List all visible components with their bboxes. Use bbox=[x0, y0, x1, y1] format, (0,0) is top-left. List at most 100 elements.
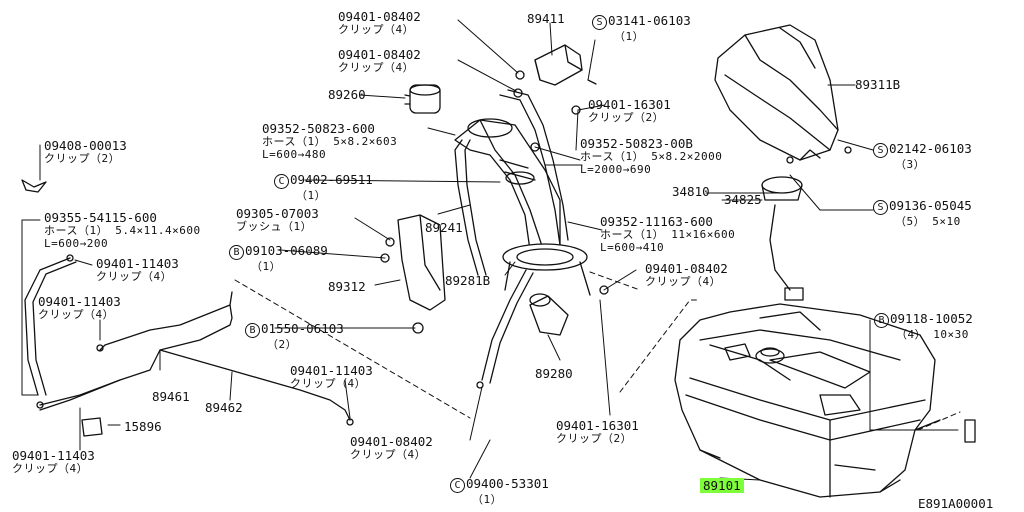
part-label-09401-16301-b: 09401-16301 クリップ（2） bbox=[556, 419, 639, 445]
part-label-89101[interactable]: 89101 bbox=[700, 478, 744, 493]
part-number: 15896 bbox=[124, 419, 162, 434]
part-label-34810: 34810 bbox=[672, 185, 710, 198]
part-number: 03141-06103 bbox=[608, 13, 691, 28]
part-number: 09136-05045 bbox=[889, 198, 972, 213]
part-label-09401-08402-a: 09401-08402 クリップ（4） bbox=[338, 10, 421, 36]
part-number: 89281B bbox=[445, 273, 491, 288]
part-label-89461: 89461 bbox=[152, 390, 190, 403]
s-prefix-icon: S bbox=[873, 143, 888, 158]
part-desc: クリップ（4） bbox=[338, 61, 415, 74]
canister-89411 bbox=[534, 44, 583, 86]
part-number: 09400-53301 bbox=[466, 476, 549, 491]
part-label-09352-50823-00B: 09352-50823-00B ホース（1） 5×8.2×2000 L=2000… bbox=[580, 137, 722, 176]
part-label-09352-50823-600: 09352-50823-600 ホース（1） 5×8.2×603 L=600→4… bbox=[262, 122, 397, 161]
part-desc: クリップ（4） bbox=[350, 448, 427, 461]
part-label-89311B: 89311B bbox=[855, 78, 900, 91]
part-number: 09401-16301 bbox=[556, 418, 639, 433]
part-desc: （4） 10×30 bbox=[896, 328, 969, 341]
part-label-89260: 89260 bbox=[328, 88, 366, 101]
highlighted-part-number[interactable]: 89101 bbox=[700, 478, 744, 493]
b-prefix-icon: B bbox=[245, 323, 260, 338]
pump-89260 bbox=[404, 84, 441, 114]
part-label-89411: 89411 bbox=[527, 12, 565, 25]
part-desc: ホース（1） 11×16×600 bbox=[600, 228, 736, 241]
part-desc: ブッシュ（1） bbox=[236, 220, 313, 233]
part-number: 89312 bbox=[328, 279, 366, 294]
part-number: 89311B bbox=[855, 77, 901, 92]
part-length: L=600→200 bbox=[44, 237, 109, 250]
part-number: 89241 bbox=[425, 220, 463, 235]
b-prefix-icon: B bbox=[874, 313, 889, 328]
tank-cover-89311B bbox=[714, 24, 839, 161]
part-number: 09401-11403 bbox=[38, 294, 121, 309]
part-number: 09401-08402 bbox=[338, 9, 421, 24]
part-length: L=600→480 bbox=[262, 148, 327, 161]
s-prefix-icon: S bbox=[592, 15, 607, 30]
part-label-09401-11403-c: 09401-11403 クリップ（4） bbox=[290, 364, 373, 390]
part-desc: （1） bbox=[251, 260, 282, 273]
part-label-09408-00013: 09408-00013 クリップ（2） bbox=[44, 139, 127, 165]
clips-and-bolts bbox=[21, 70, 976, 443]
part-desc: クリップ（2） bbox=[44, 152, 121, 165]
diagram-reference-code: E891A00001 bbox=[918, 497, 993, 510]
part-desc: クリップ（4） bbox=[645, 275, 722, 288]
hoses bbox=[24, 89, 569, 396]
part-desc: （1） bbox=[472, 493, 503, 506]
part-label-15896: 15896 bbox=[124, 420, 162, 433]
part-number: 09401-11403 bbox=[12, 448, 95, 463]
part-label-89280: 89280 bbox=[535, 367, 573, 380]
part-desc: （2） bbox=[267, 338, 298, 351]
part-number: 01550-06103 bbox=[261, 321, 344, 336]
part-label-89281B: 89281B bbox=[445, 274, 490, 287]
reference-code: E891A00001 bbox=[918, 496, 994, 511]
part-number: 89462 bbox=[205, 400, 243, 415]
part-number: 09401-11403 bbox=[290, 363, 373, 378]
part-label-09401-11403-d: 09401-11403 クリップ（4） bbox=[12, 449, 95, 475]
part-desc: （1） bbox=[614, 30, 645, 43]
part-number: 09401-11403 bbox=[96, 256, 179, 271]
filler-neck-89241 bbox=[454, 118, 561, 256]
part-desc: クリップ（4） bbox=[96, 270, 173, 283]
part-desc: ホース（1） 5×8.2×603 bbox=[262, 135, 398, 148]
part-number: 34810 bbox=[672, 184, 710, 199]
part-label-09401-11403-b: 09401-11403 クリップ（4） bbox=[38, 295, 121, 321]
part-label-89241: 89241 bbox=[425, 221, 463, 234]
part-number: 89411 bbox=[527, 11, 565, 26]
part-desc: クリップ（2） bbox=[588, 111, 665, 124]
c-prefix-icon: C bbox=[450, 478, 465, 493]
bracket-89312 bbox=[397, 214, 446, 311]
part-label-89312: 89312 bbox=[328, 280, 366, 293]
part-number: 09401-08402 bbox=[350, 434, 433, 449]
part-number: 09401-08402 bbox=[338, 47, 421, 62]
part-number: 09118-10052 bbox=[890, 311, 973, 326]
part-number: 09401-16301 bbox=[588, 97, 671, 112]
part-number: 89461 bbox=[152, 389, 190, 404]
part-desc: （3） bbox=[895, 158, 926, 171]
part-number: 09402-69511 bbox=[290, 172, 373, 187]
part-desc: クリップ（4） bbox=[12, 462, 89, 475]
part-number: 34825 bbox=[724, 192, 762, 207]
part-number: 09352-50823-00B bbox=[580, 136, 693, 151]
part-label-34825: 34825 bbox=[724, 193, 762, 206]
part-number: 89280 bbox=[535, 366, 573, 381]
fitting-89280 bbox=[529, 293, 569, 336]
part-number: 09401-08402 bbox=[645, 261, 728, 276]
part-length: L=600→410 bbox=[600, 241, 665, 254]
part-desc: クリップ（2） bbox=[556, 432, 633, 445]
part-label-89462: 89462 bbox=[205, 401, 243, 414]
dashed-reference-lines bbox=[234, 271, 961, 431]
b-prefix-icon: B bbox=[229, 245, 244, 260]
part-number: 09352-11163-600 bbox=[600, 214, 713, 229]
part-label-09355-54115-600: 09355-54115-600 ホース（1） 5.4×11.4×600 L=60… bbox=[44, 211, 201, 250]
part-desc: （5） 5×10 bbox=[895, 215, 961, 228]
